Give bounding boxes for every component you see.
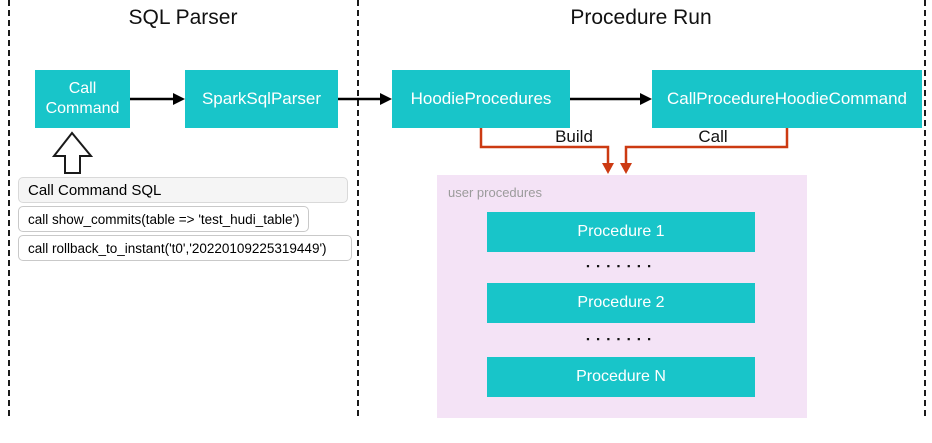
- ellipsis-dots: ▪▪▪▪▪▪▪: [586, 261, 658, 271]
- node-procedure-n-label: Procedure N: [576, 368, 666, 385]
- arrow-hoodieprocedures-to-callprocedurehoodiecommand: [570, 93, 652, 105]
- sql-statement-row: call show_commits(table => 'test_hudi_ta…: [18, 206, 309, 232]
- section-title-sql-parser: SQL Parser: [128, 6, 238, 29]
- sql-panel-title: Call Command SQL: [28, 181, 162, 199]
- left-dashed-border: [8, 0, 10, 416]
- hollow-up-arrow: [51, 131, 94, 174]
- section-title-procedure-run: Procedure Run: [570, 6, 712, 29]
- ellipsis-dots: ▪▪▪▪▪▪▪: [586, 334, 658, 344]
- node-call-command-label: Call Command: [45, 80, 120, 117]
- right-dashed-border: [924, 0, 926, 416]
- arrow-callcommand-to-sparksqlparser: [130, 93, 185, 105]
- middle-dashed-border: [357, 0, 359, 416]
- sql-panel-header: Call Command SQL: [18, 177, 348, 203]
- node-sparksqlparser: SparkSqlParser: [185, 70, 338, 128]
- edge-label-build: Build: [555, 127, 593, 146]
- node-hoodieprocedures: HoodieProcedures: [392, 70, 570, 128]
- node-sparksqlparser-label: SparkSqlParser: [201, 89, 322, 109]
- user-procedures-container: user procedures Procedure 1 ▪▪▪▪▪▪▪ Proc…: [437, 175, 807, 418]
- node-procedure-1: Procedure 1: [487, 212, 755, 252]
- user-procedures-label: user procedures: [448, 185, 542, 200]
- sql-statement-1: call show_commits(table => 'test_hudi_ta…: [28, 211, 300, 227]
- node-procedure-2: Procedure 2: [487, 283, 755, 323]
- sql-statement-2: call rollback_to_instant('t0','202201092…: [28, 240, 327, 256]
- arrow-sparksqlparser-to-hoodieprocedures: [338, 93, 392, 105]
- node-call-command: Call Command: [35, 70, 130, 128]
- node-procedure-1-label: Procedure 1: [577, 223, 665, 240]
- sql-statement-row: call rollback_to_instant('t0','202201092…: [18, 235, 352, 261]
- node-procedure-2-label: Procedure 2: [577, 294, 665, 311]
- edge-label-call: Call: [698, 127, 728, 146]
- node-callprocedurehoodiecommand: CallProcedureHoodieCommand: [652, 70, 922, 128]
- node-procedure-n: Procedure N: [487, 357, 755, 397]
- node-hoodieprocedures-label: HoodieProcedures: [410, 89, 552, 109]
- node-callprocedurehoodiecommand-label: CallProcedureHoodieCommand: [666, 89, 907, 109]
